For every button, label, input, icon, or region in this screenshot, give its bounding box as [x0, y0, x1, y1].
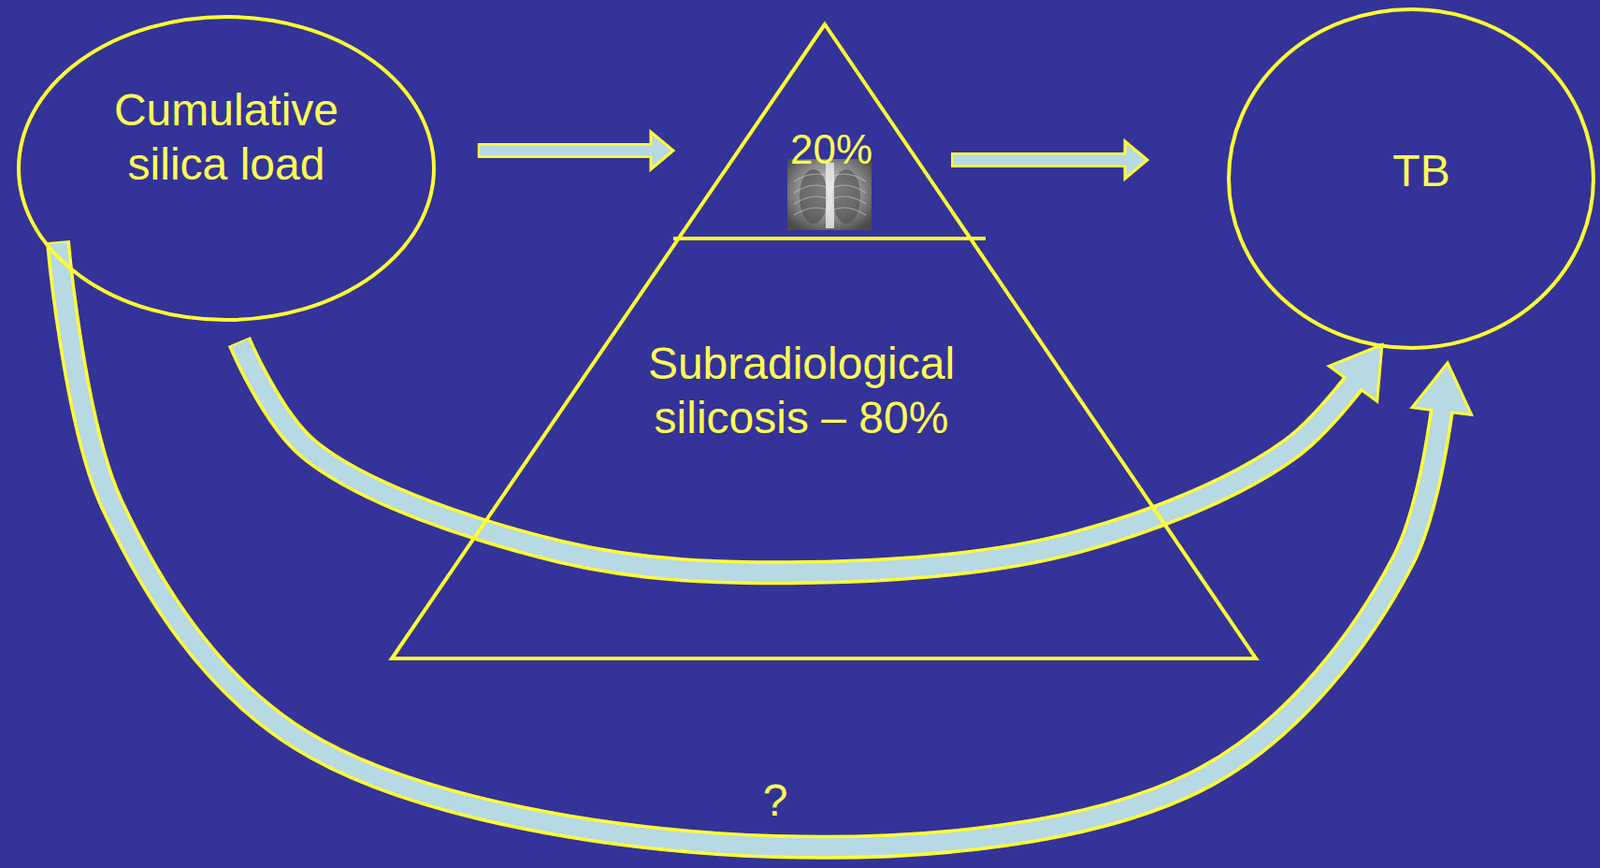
node-text: TB	[1327, 144, 1515, 199]
ellipse-outline	[1228, 9, 1594, 348]
xray-spine	[825, 162, 835, 229]
pyramid-shape: 20% Subradiological silicosis – 80%	[389, 22, 1258, 661]
block-arrow	[951, 141, 1148, 179]
xray-rib	[793, 196, 866, 204]
block-arrow	[57, 241, 1472, 848]
text-slot: Cumulative silica load	[76, 83, 376, 191]
xray-rib	[793, 207, 866, 216]
arrow-fill	[57, 241, 1448, 848]
arrow-outline	[57, 241, 1448, 848]
ellipse-outline	[18, 16, 434, 320]
ellipse-node: Cumulative silica load	[16, 14, 436, 322]
label-slot: ?	[737, 773, 813, 828]
arrow-fill	[951, 154, 1148, 165]
ellipse-node: TB	[1226, 7, 1596, 350]
text-slot: TB	[1327, 144, 1515, 199]
arrow-fill	[477, 144, 674, 156]
block-arrow	[477, 131, 674, 170]
edge-label: ?	[737, 773, 813, 828]
node-text: Cumulative silica load	[76, 83, 376, 191]
triangle-outline	[391, 24, 1256, 659]
xray-rib	[793, 173, 866, 182]
xray-rib	[793, 185, 866, 193]
node-text: 20%	[770, 125, 893, 175]
divider-line	[673, 236, 986, 241]
arrow-outline	[951, 152, 1148, 168]
text-slot: Subradiological silicosis – 80%	[605, 336, 998, 445]
node-text: Subradiological silicosis – 80%	[605, 336, 998, 445]
arrow-outline	[477, 143, 674, 159]
text-slot: 20%	[770, 125, 893, 175]
